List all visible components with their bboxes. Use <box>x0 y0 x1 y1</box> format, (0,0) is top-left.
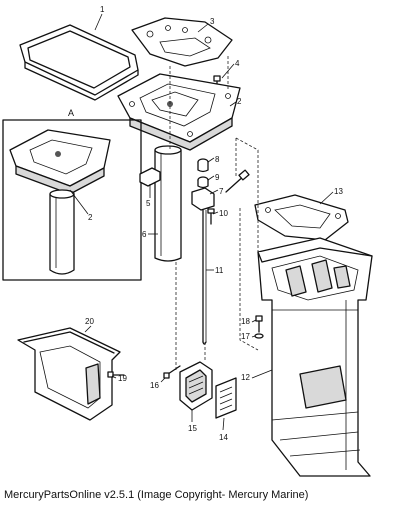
label-1: 1 <box>100 5 105 14</box>
label-20: 20 <box>85 317 94 326</box>
label-15: 15 <box>188 424 197 433</box>
part-18-bolt <box>255 315 263 333</box>
leader-lines <box>69 13 334 431</box>
exploded-parts-diagram: 1 3 4 2 A 2 8 9 5 7 10 13 6 11 20 18 17 … <box>2 5 373 477</box>
part-16-screw <box>163 365 181 379</box>
part-1-gasket <box>19 24 139 101</box>
label-19: 19 <box>118 374 127 383</box>
part-5-clip <box>139 167 161 187</box>
label-8: 8 <box>215 155 220 164</box>
label-16: 16 <box>150 381 159 390</box>
part-14-screen <box>215 377 237 419</box>
inset-box-a <box>2 119 142 281</box>
part-15-block <box>179 361 213 411</box>
part-9-spacer <box>197 176 209 189</box>
part-13-gasket <box>254 194 349 241</box>
part-8-bushing <box>197 158 209 173</box>
part-17-washer <box>254 333 264 339</box>
label-2-upper: 2 <box>237 97 242 106</box>
part-19-screw <box>107 371 125 378</box>
label-5: 5 <box>146 199 151 208</box>
label-11: 11 <box>215 266 224 275</box>
part-6-tube <box>154 145 182 262</box>
label-9: 9 <box>215 173 220 182</box>
part-12-driveshaft-housing <box>257 237 373 477</box>
alignment-dashed-lines <box>169 56 259 372</box>
part-11-rod <box>202 209 207 345</box>
part-20-liner <box>17 327 121 421</box>
image-caption: MercuryPartsOnline v2.5.1 (Image Copyrig… <box>4 489 309 501</box>
label-7: 7 <box>219 187 224 196</box>
label-17: 17 <box>241 332 250 341</box>
part-2-adapter-plate-upper <box>117 73 241 151</box>
part-3-gasket-plate <box>131 17 233 67</box>
part-7-bracket <box>191 169 250 211</box>
label-4: 4 <box>235 59 240 68</box>
label-10: 10 <box>219 209 228 218</box>
part-10-screw <box>207 208 215 225</box>
label-14: 14 <box>219 433 228 442</box>
part-labels: 1 3 4 2 A 2 8 9 5 7 10 13 6 11 20 18 17 … <box>68 5 343 442</box>
label-2-inset: 2 <box>88 213 93 222</box>
label-13: 13 <box>334 187 343 196</box>
label-18: 18 <box>241 317 250 326</box>
label-A: A <box>68 108 74 118</box>
label-3: 3 <box>210 17 215 26</box>
label-12: 12 <box>241 373 250 382</box>
label-6: 6 <box>142 230 147 239</box>
